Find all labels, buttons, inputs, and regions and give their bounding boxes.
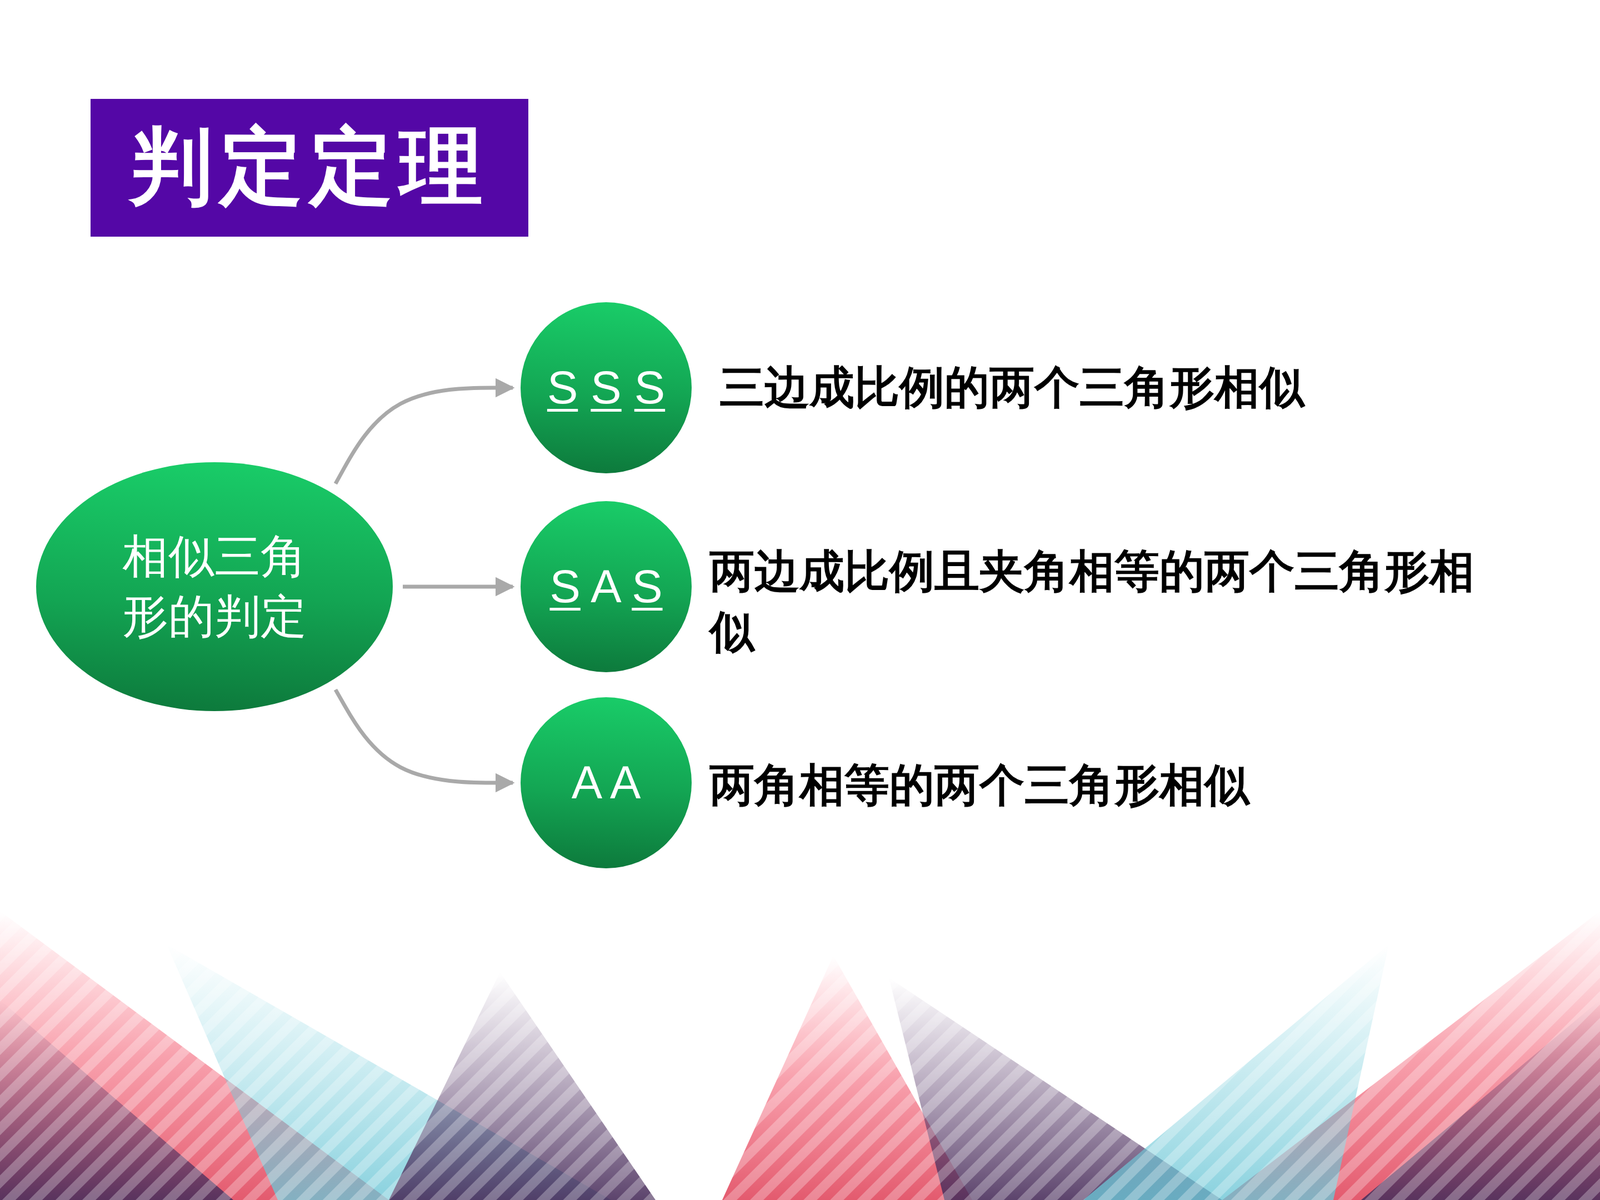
- arrow-connector: [335, 387, 513, 484]
- method-circle: S S S: [520, 302, 692, 474]
- method-code: A A: [571, 752, 642, 813]
- method-code: S A S: [549, 556, 663, 617]
- method-circle: A A: [520, 697, 692, 869]
- rule-description: 两角相等的两个三角形相似: [709, 755, 1250, 816]
- ellipse-outline: [36, 462, 393, 712]
- arrow-connector: [335, 689, 513, 783]
- arrow-connector: [402, 585, 513, 589]
- rule-description: 三边成比例的两个三角形相似: [719, 357, 1305, 418]
- bottom-stripes: [0, 911, 1600, 1200]
- method-circle: S A S: [520, 501, 692, 673]
- topic-text: 相似三角形的判定: [117, 526, 312, 647]
- title-banner: 判定定理: [90, 98, 529, 237]
- method-code: S S S: [547, 357, 665, 418]
- title-text: 判定定理: [129, 111, 490, 224]
- rule-description: 两边成比例且夹角相等的两个三角形相似: [709, 541, 1510, 663]
- topic-ellipse: 相似三角形的判定: [36, 462, 393, 712]
